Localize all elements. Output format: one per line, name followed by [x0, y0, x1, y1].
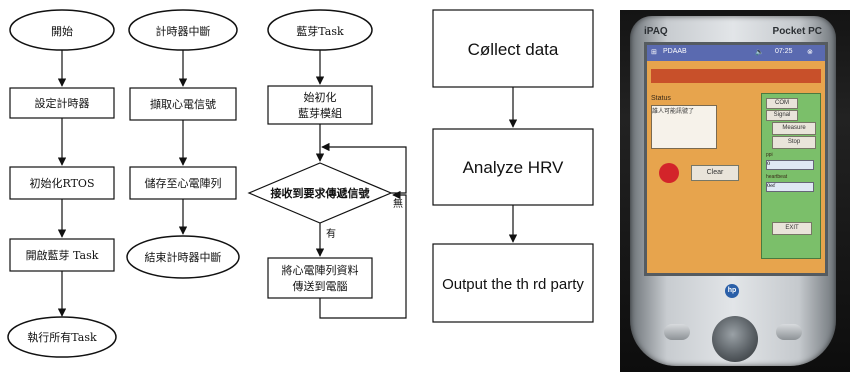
analyze-hrv-label: Analyze HRV [463, 158, 564, 177]
run-all-tasks-label: 執行所有Task [27, 330, 97, 344]
timer-isr-end-label: 結束計時器中斷 [145, 250, 222, 264]
bt-init-box [267, 85, 373, 125]
speaker-icon: 🔈 [755, 49, 764, 56]
pda-app-area: Status 誰人可能訊號了 Clear COM Signal Measure … [647, 61, 825, 273]
heartbeat-field[interactable]: 0ef [766, 182, 814, 192]
com-port-select[interactable]: COM [766, 98, 798, 109]
set-timer-label: 設定計時器 [35, 96, 90, 110]
signal-select[interactable]: Signal [766, 110, 798, 121]
bt-send-label-2: 傳送到電腦 [293, 279, 348, 293]
flowcharts-canvas: 開始 設定計時器 初始化RTOS 開啟藍芽 Task 執行所有Task 計時器中… [7, 9, 594, 358]
hardware-key-left[interactable] [664, 324, 690, 340]
measure-button[interactable]: Measure [772, 122, 816, 135]
collect-data-label: Cøllect data [468, 40, 559, 59]
close-icon[interactable]: ⊗ [807, 49, 813, 56]
heartbeat-label: heartbeat [766, 174, 788, 180]
bt-task-start-label: 藍芽Task [296, 24, 344, 38]
output-third-party-box [432, 243, 594, 323]
pda-screen: ⊞ PDAAB 🔈 07:25 ⊗ Status 誰人可能訊號了 Clear C… [644, 42, 828, 276]
capture-ecg-box [129, 87, 237, 121]
collect-data-box [432, 9, 594, 88]
run-all-tasks-terminator [7, 316, 117, 358]
analyze-hrv-box [432, 128, 594, 206]
store-ecg-label: 儲存至心電陣列 [145, 176, 222, 190]
rtos-start-label: 開始 [51, 24, 73, 38]
stop-button[interactable]: Stop [772, 136, 816, 149]
status-indicator-light [659, 163, 679, 183]
status-text: 誰人可能訊號了 [652, 108, 695, 115]
ppi-label: ppi [766, 152, 773, 158]
bt-task-flowchart: 藍芽Task 始初化 藍芽模組 接收到要求傳遞信號 無 有 將心電陣列資料 傳送… [247, 9, 407, 319]
pda-control-panel: COM Signal Measure Stop ppi 0 heartbeat … [761, 93, 821, 259]
exit-button[interactable]: EXIT [772, 222, 812, 235]
navigation-dpad[interactable] [712, 316, 758, 362]
set-timer-box [9, 87, 115, 119]
windows-start-icon: ⊞ [651, 49, 657, 56]
bt-loop-back-line [319, 190, 407, 319]
pda-brand-ipaq: iPAQ [644, 26, 668, 37]
hardware-key-right[interactable] [776, 324, 802, 340]
pda-clock: 07:25 [775, 48, 793, 55]
bt-init-label-1: 始初化 [304, 90, 337, 104]
pda-device: iPAQ Pocket PC ⊞ PDAAB 🔈 07:25 ⊗ Status … [630, 16, 836, 366]
hp-logo: hp [725, 284, 739, 298]
bt-init-label-2: 藍芽模組 [298, 106, 342, 120]
clear-button[interactable]: Clear [691, 165, 739, 181]
pda-signal-banner [651, 69, 821, 83]
bt-send-box [267, 257, 373, 299]
capture-ecg-label: 擷取心電信號 [150, 97, 216, 111]
bt-decision-label: 接收到要求傳遞信號 [271, 186, 370, 200]
ppi-field[interactable]: 0 [766, 160, 814, 170]
timer-isr-flowchart: 計時器中斷 擷取心電信號 儲存至心電陣列 結束計時器中斷 [126, 9, 240, 279]
status-label: Status [651, 95, 671, 102]
pda-title-bar: ⊞ PDAAB 🔈 07:25 ⊗ [647, 45, 825, 61]
timer-isr-end-terminator [126, 235, 240, 279]
rtos-flowchart: 開始 設定計時器 初始化RTOS 開啟藍芽 Task 執行所有Task [7, 9, 117, 358]
hrv-flowchart: Cøllect data Analyze HRV Output the th r… [432, 9, 594, 323]
status-textbox[interactable]: 誰人可能訊號了 [651, 105, 717, 149]
open-bt-task-label: 開啟藍芽 Task [26, 248, 99, 262]
pda-brand-pocketpc: Pocket PC [772, 26, 822, 37]
bt-yes-label: 有 [326, 227, 336, 240]
pda-photo: iPAQ Pocket PC ⊞ PDAAB 🔈 07:25 ⊗ Status … [620, 10, 850, 372]
open-bt-task-box [9, 238, 115, 272]
init-rtos-label: 初始化RTOS [30, 176, 95, 190]
timer-isr-start-label: 計時器中斷 [156, 24, 211, 38]
pda-app-title: PDAAB [663, 48, 687, 55]
output-third-party-label: Output the th rd party [442, 276, 584, 293]
bt-send-label-1: 將心電陣列資料 [282, 263, 359, 277]
bt-no-label: 無 [393, 197, 403, 210]
